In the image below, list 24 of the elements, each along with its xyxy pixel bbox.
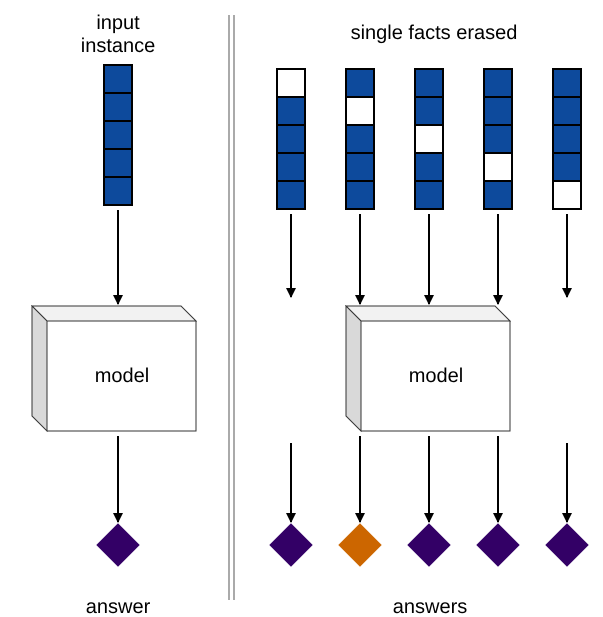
answer-diamond — [407, 523, 451, 567]
answer-diamond — [545, 523, 589, 567]
arrow — [113, 210, 123, 305]
arrow — [355, 436, 365, 523]
caption-text: answers — [392, 596, 468, 617]
box-label: model — [94, 364, 150, 388]
arrow — [424, 214, 434, 305]
arrow — [286, 214, 296, 298]
caption-text: answer — [86, 596, 150, 617]
answer-diamond — [476, 523, 520, 567]
arrow — [493, 436, 503, 523]
arrow — [424, 436, 434, 523]
arrow — [355, 214, 365, 305]
stack-heading: input instance — [80, 12, 156, 58]
arrow — [562, 214, 572, 298]
answer-diamond — [96, 523, 140, 567]
caption-text: single facts erased — [350, 22, 518, 45]
arrow — [286, 443, 296, 523]
answer-diamond — [269, 523, 313, 567]
arrow — [113, 436, 123, 523]
box-label: model — [408, 364, 464, 388]
answer-diamond — [338, 523, 382, 567]
arrow — [493, 214, 503, 305]
arrow — [562, 443, 572, 523]
